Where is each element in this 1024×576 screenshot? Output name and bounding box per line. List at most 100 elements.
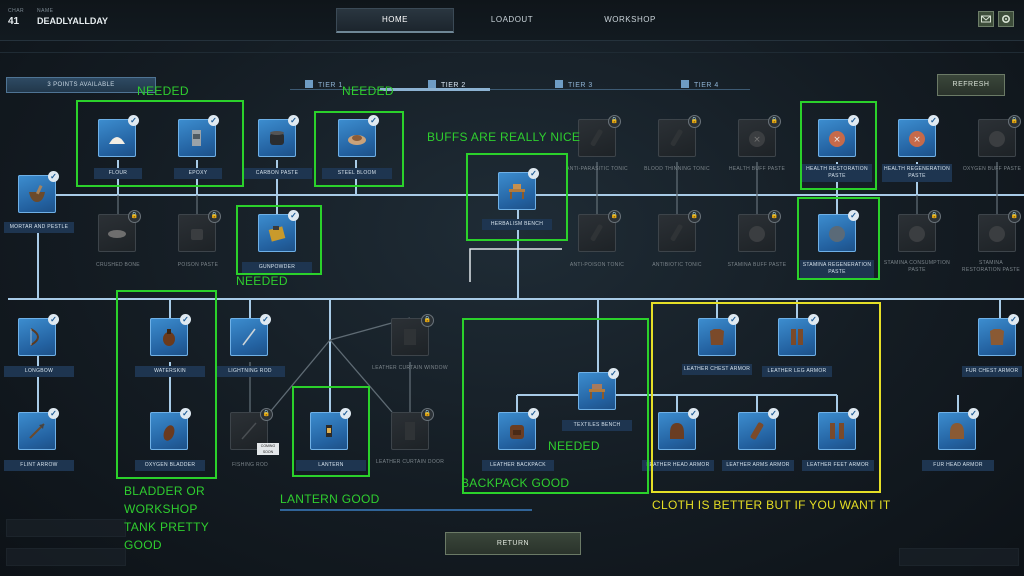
tier-1-icon xyxy=(305,80,313,88)
check-icon: ✓ xyxy=(768,408,779,419)
label-stamina-buff-paste: STAMINA BUFF PASTE xyxy=(727,262,787,268)
carbon-paste-icon xyxy=(270,131,284,145)
node-lightning-rod[interactable]: ✓ xyxy=(230,314,276,364)
lock-icon: 🔒 xyxy=(208,210,221,223)
settings-button[interactable] xyxy=(998,11,1014,27)
tab-workshop[interactable]: WORKSHOP xyxy=(604,15,656,24)
label-longbow: LONGBOW xyxy=(4,366,74,377)
node-anti-poison-tonic[interactable]: 🔒 xyxy=(578,210,624,260)
lock-icon: 🔒 xyxy=(608,115,621,128)
node-leather-backpack[interactable]: ✓ xyxy=(498,408,544,458)
note-needed-1: NEEDED xyxy=(137,84,189,98)
bladder-icon xyxy=(163,425,175,441)
node-leather-head-armor[interactable]: ✓ xyxy=(658,408,704,458)
note-bladder-1: BLADDER OR xyxy=(124,484,206,498)
mail-button[interactable] xyxy=(978,11,994,27)
node-health-regeneration-paste[interactable]: × ✓ xyxy=(898,115,944,165)
node-leather-curtain-door[interactable]: 🔒 xyxy=(391,408,437,458)
node-lantern[interactable]: ✓ xyxy=(310,408,356,458)
tier-2-tab[interactable]: TIER 2 xyxy=(428,80,466,89)
check-icon: ✓ xyxy=(688,408,699,419)
tier-3-label: TIER 3 xyxy=(568,82,593,89)
points-available: 3 POINTS AVAILABLE xyxy=(6,77,156,93)
label-leather-curtain-door: LEATHER CURTAIN DOOR xyxy=(375,459,445,465)
node-leather-leg-armor[interactable]: ✓ xyxy=(778,314,824,364)
node-leather-chest-armor[interactable]: ✓ xyxy=(698,314,744,364)
node-herbalism-bench[interactable]: ✓ xyxy=(498,168,544,218)
annotation-box-leather-armor xyxy=(651,302,881,493)
tier-1-tab[interactable]: TIER 1 xyxy=(305,80,343,89)
lock-icon: 🔒 xyxy=(768,115,781,128)
herbalism-bench-icon xyxy=(509,184,525,199)
node-leather-curtain-window[interactable]: 🔒 xyxy=(391,314,437,364)
label-stamina-restoration-paste: STAMINA RESTORATION PASTE xyxy=(961,260,1021,273)
tier-4-tab[interactable]: TIER 4 xyxy=(681,80,719,89)
check-icon: ✓ xyxy=(848,210,859,221)
label-health-regeneration-paste: HEALTH REGENERATION PASTE xyxy=(882,164,952,182)
node-oxygen-buff-paste[interactable]: 🔒 xyxy=(978,115,1024,165)
check-icon: ✓ xyxy=(48,171,59,182)
node-leather-arms-armor[interactable]: ✓ xyxy=(738,408,784,458)
refresh-button[interactable]: REFRESH xyxy=(937,74,1005,96)
rod-icon xyxy=(242,328,256,346)
check-icon: ✓ xyxy=(48,408,59,419)
node-epoxy[interactable]: ✓ xyxy=(178,115,224,165)
check-icon: ✓ xyxy=(288,115,299,126)
char-level: 41 xyxy=(8,16,20,27)
annotation-box-lantern xyxy=(292,386,370,477)
node-stamina-consumption-paste[interactable]: 🔒 xyxy=(898,210,944,260)
tab-home[interactable]: HOME xyxy=(336,8,454,33)
node-stamina-restoration-paste[interactable]: 🔒 xyxy=(978,210,1024,260)
note-buffs: BUFFS ARE REALLY NICE xyxy=(427,130,581,144)
lock-icon: 🔒 xyxy=(768,210,781,223)
faint-panel-3 xyxy=(899,548,1019,566)
label-oxygen-buff-paste: OXYGEN BUFF PASTE xyxy=(962,166,1022,172)
label-stamina-consumption-paste: STAMINA CONSUMPTION PASTE xyxy=(883,260,951,273)
node-anti-parasitic-tonic[interactable]: 🔒 xyxy=(578,115,624,165)
node-longbow[interactable]: ✓ xyxy=(18,314,64,364)
node-flour[interactable]: ✓ xyxy=(98,115,144,165)
node-carbon-paste[interactable]: ✓ xyxy=(258,115,304,165)
svg-text:×: × xyxy=(833,135,841,145)
lock-icon: 🔒 xyxy=(1008,210,1021,223)
tier-3-tab[interactable]: TIER 3 xyxy=(555,80,593,89)
paste-jar-icon xyxy=(909,226,925,242)
node-leather-feet-armor[interactable]: ✓ xyxy=(818,408,864,458)
node-poison-paste[interactable]: 🔒 xyxy=(178,210,224,260)
note-needed-2: NEEDED xyxy=(342,84,394,98)
node-stamina-buff-paste[interactable]: 🔒 xyxy=(738,210,784,260)
node-health-restoration-paste[interactable]: × ✓ xyxy=(818,115,864,165)
annotation-box-steel-bloom xyxy=(314,111,404,187)
node-gunpowder[interactable]: ✓ xyxy=(258,210,304,260)
node-waterskin[interactable]: ✓ xyxy=(150,314,196,364)
return-button[interactable]: RETURN xyxy=(445,532,581,555)
chest-armor-icon xyxy=(710,329,724,345)
node-steel-bloom[interactable]: ✓ xyxy=(338,115,384,165)
node-fur-head-armor[interactable]: ✓ xyxy=(938,408,984,458)
tier-1-label: TIER 1 xyxy=(318,82,343,89)
paste-jar-icon xyxy=(829,226,845,242)
annotation-box-flour-epoxy xyxy=(76,100,244,187)
label-leather-feet-armor: LEATHER FEET ARMOR xyxy=(802,460,874,471)
curtain-icon xyxy=(404,329,416,345)
node-health-buff-paste[interactable]: × 🔒 xyxy=(738,115,784,165)
steel-bloom-icon xyxy=(348,135,366,145)
check-icon: ✓ xyxy=(368,115,379,126)
curtain-icon xyxy=(405,422,415,440)
label-fur-chest-armor: FUR CHEST ARMOR xyxy=(962,366,1022,377)
node-oxygen-bladder[interactable]: ✓ xyxy=(150,408,196,458)
tier-progress-bar xyxy=(290,88,750,91)
lock-icon: 🔒 xyxy=(260,408,273,421)
epoxy-icon xyxy=(192,130,201,146)
node-flint-arrow[interactable]: ✓ xyxy=(18,408,64,458)
node-textiles-bench[interactable]: ✓ xyxy=(578,368,624,418)
node-antibiotic-tonic[interactable]: 🔒 xyxy=(658,210,704,260)
label-leather-head-armor: LEATHER HEAD ARMOR xyxy=(642,460,714,471)
tab-loadout[interactable]: LOADOUT xyxy=(490,15,534,24)
label-mortar-and-pestle: MORTAR AND PESTLE xyxy=(4,222,74,233)
node-crushed-bone[interactable]: 🔒 xyxy=(98,210,144,260)
node-mortar-and-pestle[interactable]: ✓ xyxy=(18,171,64,221)
node-blood-thinning-tonic[interactable]: 🔒 xyxy=(658,115,704,165)
node-fur-chest-armor[interactable]: ✓ xyxy=(978,314,1024,364)
node-stamina-regeneration-paste[interactable]: ✓ xyxy=(818,210,864,260)
